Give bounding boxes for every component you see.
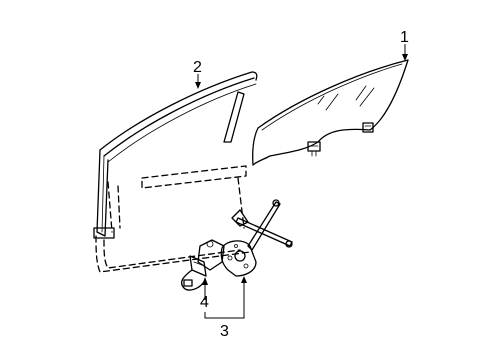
callout-3-label: 3 — [220, 323, 229, 340]
window-regulator-part-3 — [220, 199, 293, 277]
callout-1-label: 1 — [400, 29, 409, 46]
door-panel-outline — [95, 165, 251, 273]
leader-lines — [195, 44, 408, 319]
callout-4-label: 4 — [200, 294, 209, 311]
window-motor-part-4 — [180, 239, 225, 291]
door-glass-part-1 — [252, 59, 409, 166]
glass-clip-front — [362, 122, 374, 133]
glass-clip-rear — [307, 141, 321, 157]
callout-2-label: 2 — [193, 59, 202, 76]
run-channel-part-2 — [93, 71, 258, 239]
